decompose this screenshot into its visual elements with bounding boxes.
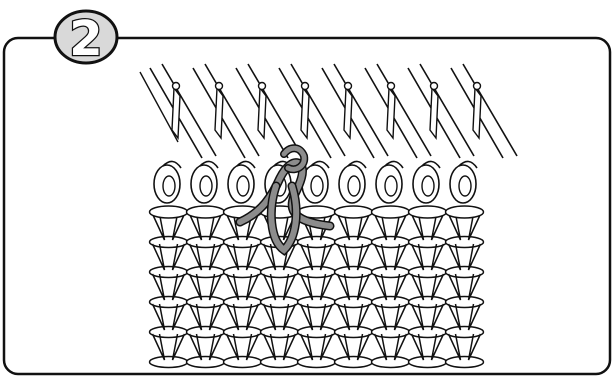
needle-latch (215, 88, 223, 138)
needle-hook (474, 83, 481, 90)
loop-inner (422, 176, 434, 196)
sinker-loop (372, 237, 410, 248)
sinker-loop (298, 267, 336, 278)
sinker-loop (187, 327, 225, 338)
sinker-loop (224, 357, 262, 368)
sinker-loop (224, 327, 262, 338)
needle-hook (302, 83, 309, 90)
step-number: 2 (69, 11, 102, 67)
sinker-loop (409, 267, 447, 278)
sinker-loop (372, 206, 410, 218)
sinker-loop (372, 267, 410, 278)
sinker-loop (187, 297, 225, 308)
needle-hook (173, 83, 180, 90)
sinker-loop (150, 206, 188, 218)
sinker-loop (446, 357, 484, 368)
loop-inner (237, 176, 249, 196)
sinker-loop (187, 237, 225, 248)
sinker-loop (335, 267, 373, 278)
sinker-loop (187, 267, 225, 278)
needle-latch (387, 88, 395, 138)
needle-hook (345, 83, 352, 90)
sinker-loop (409, 237, 447, 248)
sinker-loop (335, 206, 373, 218)
needle-latch (301, 88, 309, 138)
sinker-loop (298, 357, 336, 368)
needle-hook (431, 83, 438, 90)
sinker-loop (446, 297, 484, 308)
needle-hook (388, 83, 395, 90)
needle-latch (172, 88, 180, 138)
sinker-loop (446, 206, 484, 218)
loop-inner (200, 176, 212, 196)
sinker-loop (261, 357, 299, 368)
sinker-loop (335, 327, 373, 338)
sinker-loop (298, 237, 336, 248)
sinker-loop (298, 327, 336, 338)
sinker-loop (446, 237, 484, 248)
sinker-loop (150, 267, 188, 278)
loop-inner (459, 176, 471, 196)
loop-inner (348, 176, 360, 196)
sinker-loop (409, 206, 447, 218)
loop-inner (311, 176, 323, 196)
sinker-loop (261, 297, 299, 308)
sinker-loop (187, 357, 225, 368)
sinker-loop (261, 327, 299, 338)
sinker-loop (446, 327, 484, 338)
needle-latch (430, 88, 438, 138)
sinker-loop (187, 206, 225, 218)
needle-latch (473, 88, 481, 138)
sinker-loop (409, 357, 447, 368)
sinker-loop (224, 267, 262, 278)
loop-inner (163, 176, 175, 196)
sinker-loop (298, 297, 336, 308)
sinker-loop (372, 357, 410, 368)
loop-inner (385, 176, 397, 196)
sinker-loop (409, 297, 447, 308)
sinker-loop (224, 297, 262, 308)
sinker-loop (150, 357, 188, 368)
needle-loops (154, 161, 477, 203)
needle-latch (258, 88, 266, 138)
sinker-loop (261, 267, 299, 278)
sinker-loop (446, 267, 484, 278)
sinker-loop (372, 327, 410, 338)
sinker-loop (150, 327, 188, 338)
sinker-loop (335, 237, 373, 248)
sinker-loop (409, 327, 447, 338)
sinker-loop (372, 297, 410, 308)
sinker-loop (150, 297, 188, 308)
sinker-loop (335, 357, 373, 368)
needle-hook (259, 83, 266, 90)
sinker-loop (224, 237, 262, 248)
sinker-loop (335, 297, 373, 308)
needle-latch (344, 88, 352, 138)
sinker-loop (150, 237, 188, 248)
needle-hook (216, 83, 223, 90)
